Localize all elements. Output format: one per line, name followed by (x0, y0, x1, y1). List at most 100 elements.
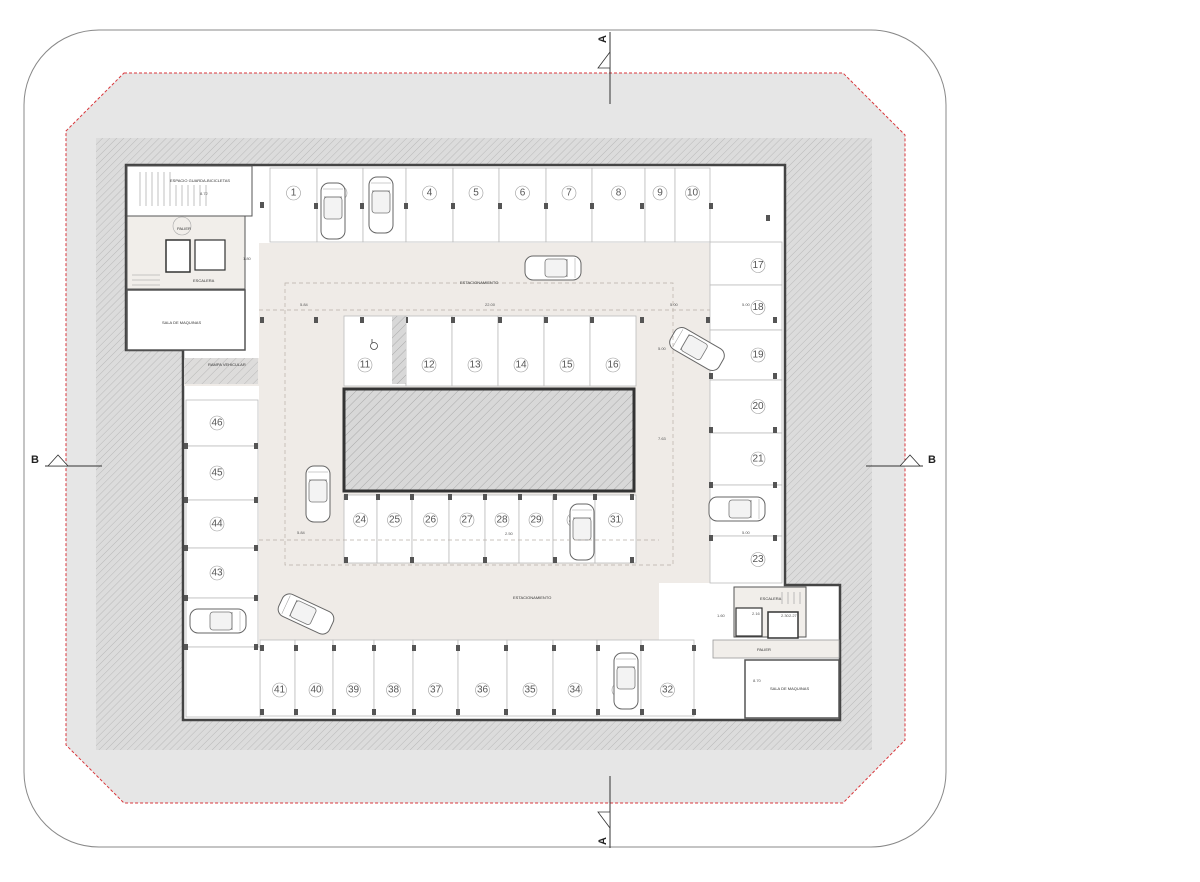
stall-number-circle (475, 682, 490, 698)
column (596, 709, 600, 715)
dimension-label: 2.30 (781, 613, 790, 618)
dimension-label: 5.00 (670, 302, 679, 307)
column (709, 427, 713, 433)
column (640, 709, 644, 715)
stall-number: 29 (530, 515, 542, 526)
stall-number: 19 (752, 350, 764, 361)
column (692, 645, 696, 651)
parking-stall (373, 639, 414, 717)
column (376, 494, 380, 500)
column (184, 644, 188, 650)
dimension-label: 5.00 (658, 346, 667, 351)
car (669, 327, 725, 371)
parking-stalls (185, 167, 783, 718)
parking-stall (594, 494, 637, 564)
column (451, 317, 455, 323)
stall-number-circle (346, 682, 361, 698)
stall-number: 32 (662, 685, 674, 696)
parking-stall (591, 167, 646, 243)
dimension-label: 8.70 (753, 678, 762, 683)
dimension-label: 2.50 (505, 531, 514, 536)
column (766, 215, 770, 221)
parking-stall (674, 167, 711, 243)
ramp (184, 358, 258, 384)
column (412, 709, 416, 715)
parking-stall (185, 399, 259, 447)
parking-stall (185, 646, 261, 718)
stall-number: 35 (524, 685, 536, 696)
column (254, 595, 258, 601)
stall-number-circle (459, 512, 475, 528)
stall-number: 26 (425, 515, 437, 526)
parking-stall (709, 284, 783, 331)
parking-stall (343, 494, 378, 564)
stall-number-circle (209, 565, 225, 581)
column (483, 557, 487, 563)
column (709, 373, 713, 379)
column (360, 317, 364, 323)
column (294, 709, 298, 715)
column (344, 557, 348, 563)
column (640, 203, 644, 209)
cars (189, 176, 766, 710)
parking-stall (644, 167, 676, 243)
stall-number: 23 (752, 554, 764, 565)
column (360, 203, 364, 209)
stall-number-circle (513, 357, 529, 373)
stall-number: 13 (469, 360, 481, 371)
stall-number: 16 (607, 360, 619, 371)
parking-stall (518, 494, 554, 564)
stall-number: 31 (610, 515, 622, 526)
dimension-label: 7.63 (658, 436, 667, 441)
column (553, 494, 557, 500)
stall-number: 25 (389, 515, 401, 526)
car (277, 593, 335, 635)
column (552, 709, 556, 715)
dimension-label: 5.00 (742, 530, 751, 535)
column (483, 494, 487, 500)
column (254, 497, 258, 503)
stall-number: 14 (515, 360, 527, 371)
dimension-label: 5.84 (300, 302, 309, 307)
machine-room-right-label: SALA DE MAQUINAS (770, 686, 809, 691)
dimension-label: 2.27 (789, 613, 798, 618)
column (544, 317, 548, 323)
section-b-right-label: B (928, 454, 936, 466)
central-void (342, 387, 636, 493)
stall-number-circle (750, 399, 766, 414)
dimension-label: 1.80 (243, 256, 252, 261)
stall-number-circle (528, 512, 544, 528)
stall-number: 43 (211, 568, 223, 579)
stall-number-circle (209, 465, 225, 481)
parking-stall (484, 494, 520, 564)
column (254, 545, 258, 551)
parking-stall (405, 167, 454, 243)
column (553, 557, 557, 563)
stall-number-circle (467, 357, 483, 373)
aisle-lines (259, 282, 710, 566)
column (773, 482, 777, 488)
stall-number: 6 (520, 188, 526, 199)
column (314, 203, 318, 209)
stall-number: 9 (657, 188, 663, 199)
car (368, 176, 394, 234)
parking-stall (259, 639, 296, 717)
dimension-label: 22.00 (485, 302, 496, 307)
accessible-stripe (392, 316, 406, 384)
parking-stall (269, 167, 318, 243)
parking-stall (376, 494, 413, 564)
parking-stall (451, 315, 499, 387)
stall-number-circle (387, 512, 402, 528)
parking-stall (709, 241, 783, 286)
parking-bottom-label: ESTACIONAMIENTO (513, 595, 551, 600)
stall-number-circle (357, 357, 373, 373)
stall-number-circle (515, 185, 530, 201)
stall-number-circle (685, 185, 700, 201)
parking-top-label: ESTACIONAMIENTO (460, 280, 498, 285)
dimension-label: 5.84 (297, 530, 306, 535)
parking-stall (412, 639, 459, 717)
stall-number-circle (567, 682, 583, 698)
stall-number: 40 (310, 685, 322, 696)
column (448, 494, 452, 500)
parking-stall (411, 494, 450, 564)
